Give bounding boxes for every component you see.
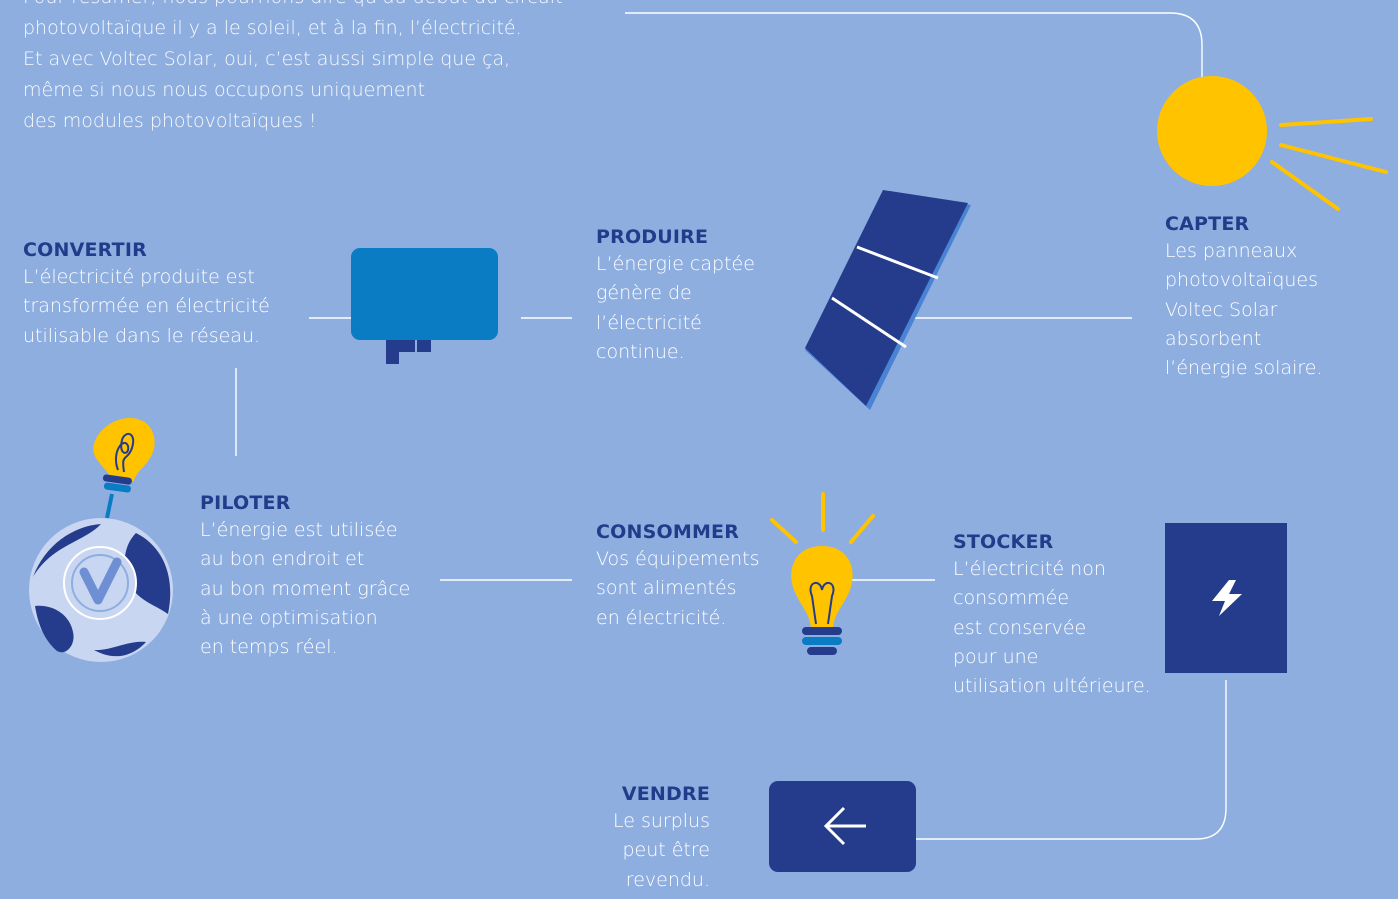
arrow-left-icon	[769, 781, 916, 872]
step-description-line: L’énergie captée	[596, 253, 755, 275]
battery-bolt-icon	[1165, 523, 1287, 673]
step-description-line: l’énergie solaire.	[1165, 357, 1323, 380]
intro-line: des modules photovoltaïques !	[23, 110, 317, 132]
step-description-line: absorbent	[1165, 327, 1262, 350]
step-description-line: en électricité.	[596, 606, 727, 629]
step-convertir: CONVERTIR L’électricité produite est tra…	[23, 237, 270, 351]
step-title: CONSOMMER	[596, 521, 740, 543]
step-description-line: en temps réel.	[200, 636, 338, 659]
intro-line: Pour résumer, nous pourrions dire qu’au …	[23, 0, 603, 13]
intro-line: Et avec Voltec Solar, oui, c’est aussi s…	[23, 48, 511, 70]
step-description-line: Vos équipements	[596, 548, 760, 570]
step-title: PRODUIRE	[596, 226, 709, 248]
step-title: STOCKER	[953, 531, 1054, 553]
step-capter: CAPTER Les panneaux photovoltaïques Volt…	[1165, 211, 1322, 383]
connector-stocker-to-vendre	[916, 680, 1227, 840]
step-description-line: peut être	[622, 839, 710, 862]
connector-intro-to-sun	[625, 12, 1203, 80]
step-description-line: l’électricité	[596, 311, 702, 334]
connector-lines	[235, 12, 1227, 840]
step-description-line: continue.	[596, 340, 685, 363]
step-description-line: utilisation ultérieure.	[953, 675, 1151, 698]
step-description-line: est conservée	[953, 616, 1087, 639]
intro-line: même si nous nous occupons uniquement	[23, 79, 426, 101]
step-description-line: pour une	[953, 645, 1039, 668]
step-piloter: PILOTER L’énergie est utilisée au bon en…	[200, 490, 410, 662]
intro-paragraph: Pour résumer, nous pourrions dire qu’au …	[23, 0, 603, 137]
step-description-line: à une optimisation	[200, 606, 378, 629]
sun-icon	[1157, 76, 1388, 211]
step-description-line: génère de	[596, 282, 692, 305]
step-title: VENDRE	[621, 783, 710, 805]
step-description-line: transformée en électricité	[23, 295, 270, 318]
step-description-line: sont alimentés	[596, 577, 737, 600]
step-description-line: au bon moment grâce	[200, 577, 411, 600]
globe-check-icon	[29, 418, 173, 662]
step-consommer: CONSOMMER Vos équipements sont alimentés…	[596, 519, 760, 633]
step-description-line: Le surplus	[612, 810, 710, 832]
step-description-line: L’énergie est utilisée	[200, 519, 398, 541]
step-description-line: photovoltaïques	[1165, 269, 1319, 292]
step-title: CONVERTIR	[23, 239, 147, 261]
step-description-line: L’électricité produite est	[23, 266, 255, 288]
step-description-line: L’électricité non	[953, 558, 1106, 580]
light-bulb-icon	[770, 492, 875, 655]
solar-panel-icon	[805, 190, 971, 410]
step-description-line: utilisable dans le réseau.	[23, 324, 261, 347]
step-description-line: au bon endroit et	[200, 548, 365, 571]
step-title: PILOTER	[200, 492, 291, 514]
step-stocker: STOCKER L’électricité non consommée est …	[953, 529, 1151, 701]
step-description-line: consommée	[953, 587, 1070, 610]
intro-line: photovoltaïque il y a le soleil, et à la…	[23, 17, 522, 39]
step-description-line: Voltec Solar	[1165, 298, 1278, 321]
step-description-line: Les panneaux	[1165, 240, 1298, 262]
step-produire: PRODUIRE L’énergie captée génère de l’él…	[596, 224, 755, 367]
step-description-line: revendu.	[625, 868, 710, 891]
inverter-icon	[351, 248, 498, 364]
step-vendre: VENDRE Le surplus peut être revendu.	[560, 781, 710, 895]
step-title: CAPTER	[1165, 213, 1250, 235]
